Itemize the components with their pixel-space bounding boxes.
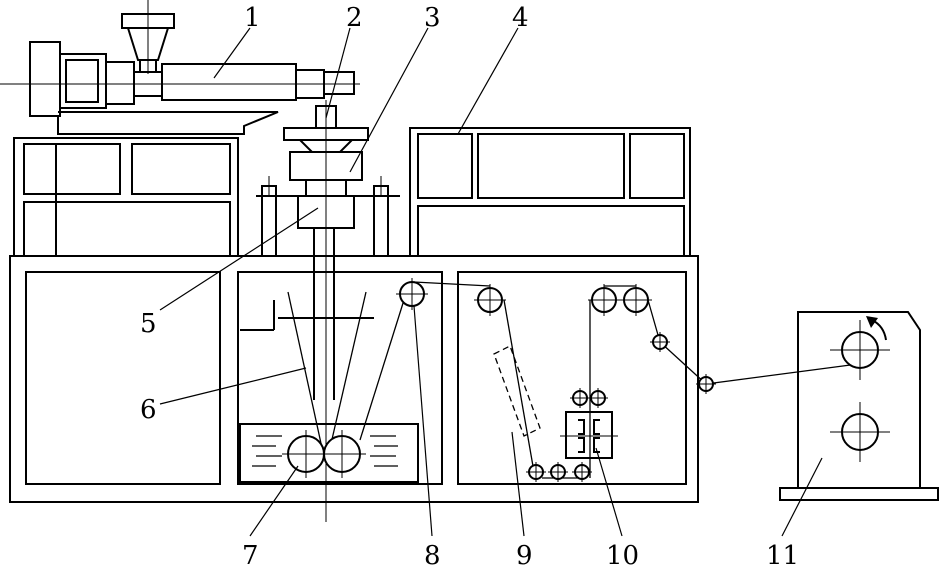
callout-10: 10 — [606, 541, 639, 569]
leader-lines — [159, 27, 823, 537]
control-cabinet — [13, 137, 239, 257]
wind-housing — [409, 127, 691, 257]
callout-6: 6 — [140, 395, 157, 425]
guide-rollers — [396, 278, 716, 482]
winder — [779, 311, 939, 501]
callout-11: 11 — [766, 541, 799, 569]
callout-2: 2 — [346, 3, 363, 33]
callout-7: 7 — [242, 541, 259, 569]
callout-8: 8 — [424, 541, 441, 569]
callout-4: 4 — [512, 3, 529, 33]
callouts: 1 2 3 4 5 6 7 8 9 10 11 — [140, 3, 799, 569]
callout-3: 3 — [424, 3, 441, 33]
extruder — [0, 0, 360, 135]
quench-bath — [239, 291, 419, 483]
film-path — [359, 281, 859, 479]
base-frame — [9, 255, 699, 503]
corona-treater — [493, 345, 541, 437]
callout-9: 9 — [516, 541, 533, 569]
callout-1: 1 — [244, 3, 261, 33]
callout-5: 5 — [140, 309, 157, 339]
tension-unit — [560, 411, 618, 459]
